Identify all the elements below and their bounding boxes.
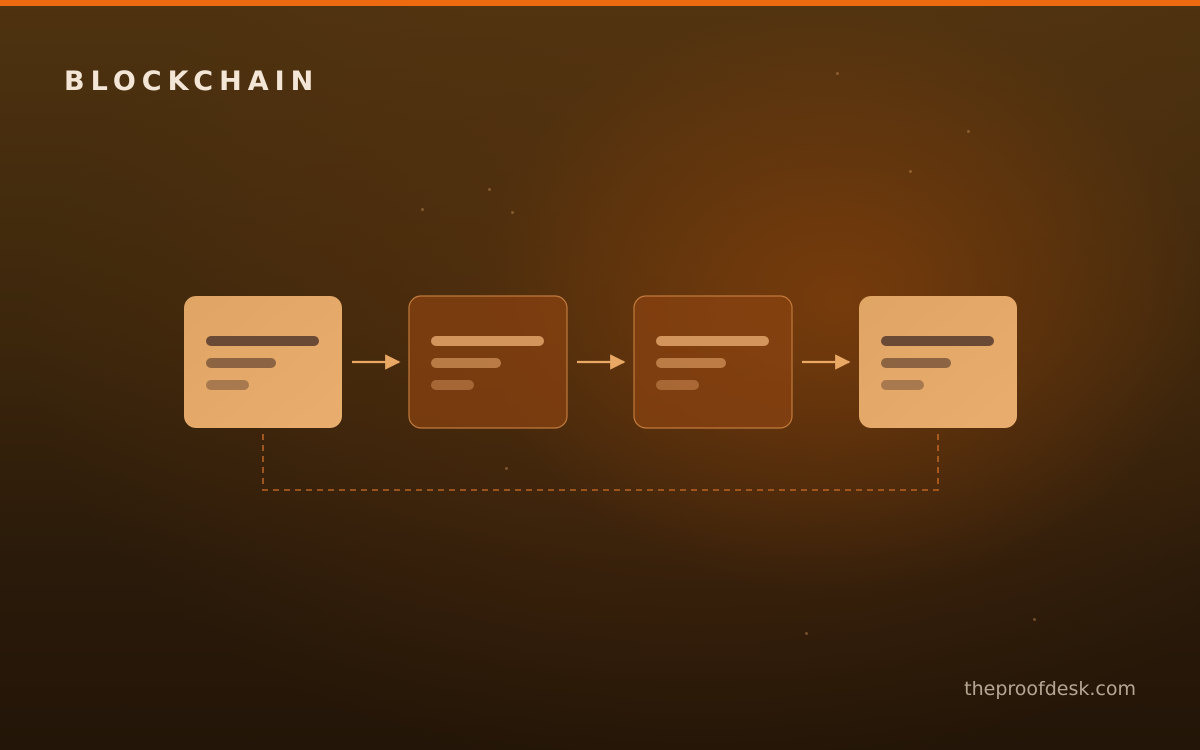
block-content-line [206, 358, 276, 368]
links-layer [262, 354, 939, 491]
chain-block [859, 296, 1017, 428]
block-content-line [881, 358, 951, 368]
background-speck [1033, 618, 1036, 621]
background-speck [909, 170, 912, 173]
block-content-line [206, 380, 249, 390]
background-speck [805, 632, 808, 635]
blocks-layer [184, 295, 1017, 429]
background-speck [421, 208, 424, 211]
block-content-line [881, 336, 994, 346]
footer-website: theproofdesk.com [964, 678, 1136, 700]
dashed-link [262, 434, 939, 491]
background-speck [967, 130, 970, 133]
block-content-line [656, 358, 726, 368]
block-content-line [206, 336, 319, 346]
chain-block [184, 296, 342, 428]
chain-block [633, 295, 793, 429]
accent-top-bar [0, 0, 1200, 6]
background-speck [488, 188, 491, 191]
block-content-line [431, 380, 474, 390]
chain-block [408, 295, 568, 429]
background-speck [511, 211, 514, 214]
background-speck [836, 72, 839, 75]
block-content-line [881, 380, 924, 390]
block-content-line [656, 336, 769, 346]
block-content-line [656, 380, 699, 390]
block-content-line [431, 336, 544, 346]
background-speck [505, 467, 508, 470]
block-content-line [431, 358, 501, 368]
page-title: BLOCKCHAIN [64, 66, 320, 97]
